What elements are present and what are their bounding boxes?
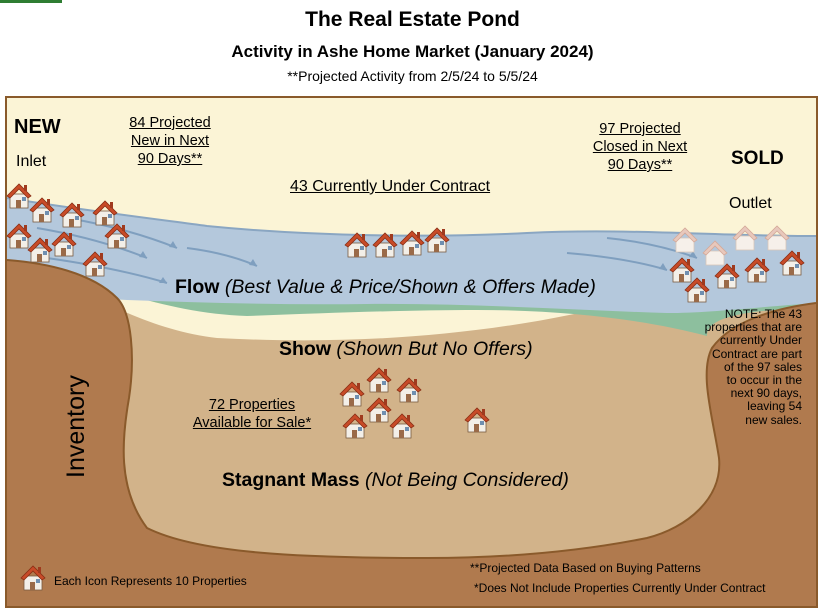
available-label: 72 Properties Available for Sale* (192, 397, 312, 431)
outlet-label: Outlet (729, 195, 772, 212)
under-contract-label: 43 Currently Under Contract (290, 178, 491, 195)
pond-diagram: NEW Inlet 84 Projected New in Next 90 Da… (5, 96, 818, 608)
projection-period: **Projected Activity from 2/5/24 to 5/5/… (287, 68, 538, 84)
pond-illustration (7, 98, 816, 606)
footnote-excludes: *Does Not Include Properties Currently U… (474, 581, 766, 595)
new-heading: NEW (14, 116, 61, 138)
stagnant-layer (7, 238, 816, 606)
inlet-label: Inlet (16, 153, 47, 170)
flow-label: Flow (Best Value & Price/Shown & Offers … (175, 276, 596, 298)
show-label: Show (Shown But No Offers) (279, 338, 533, 360)
projected-closed-label: 97 Projected Closed in Next 90 Days** (592, 121, 688, 173)
note-text: NOTE: The 43 properties that are current… (704, 307, 802, 427)
flow-arrows (36, 217, 698, 284)
stagnant-label: Stagnant Mass (Not Being Considered) (222, 469, 569, 491)
page-subtitle: Activity in Ashe Home Market (January 20… (231, 42, 594, 61)
footnote-projected: **Projected Data Based on Buying Pattern… (470, 561, 701, 575)
right-bank (427, 303, 816, 606)
sold-heading: SOLD (731, 148, 784, 169)
legend-text: Each Icon Represents 10 Properties (54, 574, 247, 588)
page-title: The Real Estate Pond (305, 8, 520, 31)
left-bank (7, 260, 427, 606)
inventory-label: Inventory (62, 375, 90, 478)
corner-accent (0, 0, 62, 3)
projected-new-label: 84 Projected New in Next 90 Days** (129, 115, 211, 167)
